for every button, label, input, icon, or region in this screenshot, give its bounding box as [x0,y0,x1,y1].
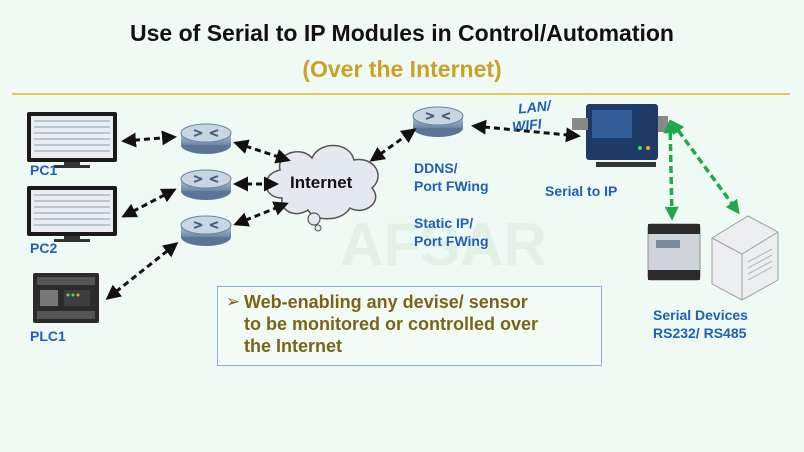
bullet-arrow-icon: ➢ [226,292,241,311]
serial-standards-label: RS232/ RS485 [653,325,747,341]
pc2-label: PC2 [30,240,58,256]
slide-subtitle: (Over the Internet) [302,56,502,82]
network-links [105,119,581,300]
serial-device-2-icon [711,215,779,301]
ddns-label: DDNS/ [414,160,458,176]
callout-line-2: to be monitored or controlled over [244,314,539,334]
static-ip-label: Static IP/ [414,215,474,231]
router-icon-1 [180,123,232,154]
plc-icon [33,273,99,323]
serial-devices-label: Serial Devices [653,307,748,323]
callout-box: ➢ Web-enabling any devise/ sensor to be … [217,286,602,366]
router-icon-4 [412,106,464,137]
serial-to-ip-module-icon [572,104,668,167]
watermark: AFSAR [340,211,547,278]
pc2-monitor-icon [27,186,117,242]
internet-label: Internet [290,173,353,192]
lan-label: LAN/ [517,97,552,117]
router-icon-2 [180,169,232,200]
title-divider [12,93,790,95]
pc1-label: PC1 [30,162,58,178]
pc1-monitor-icon [27,112,117,168]
plc1-label: PLC1 [30,328,66,344]
router-icon-3 [180,215,232,246]
ddns-port-fwing-label: Port FWing [414,178,489,194]
wifi-label: WIFI [511,115,543,135]
serial-links [663,119,740,221]
internet-cloud-icon [265,144,379,232]
callout-line-1: Web-enabling any devise/ sensor [244,292,528,312]
serial-device-1-icon [647,223,701,281]
static-port-fwing-label: Port FWing [414,233,489,249]
serial-to-ip-label: Serial to IP [545,183,618,199]
callout-line-3: the Internet [244,336,343,356]
slide-title: Use of Serial to IP Modules in Control/A… [130,20,674,46]
